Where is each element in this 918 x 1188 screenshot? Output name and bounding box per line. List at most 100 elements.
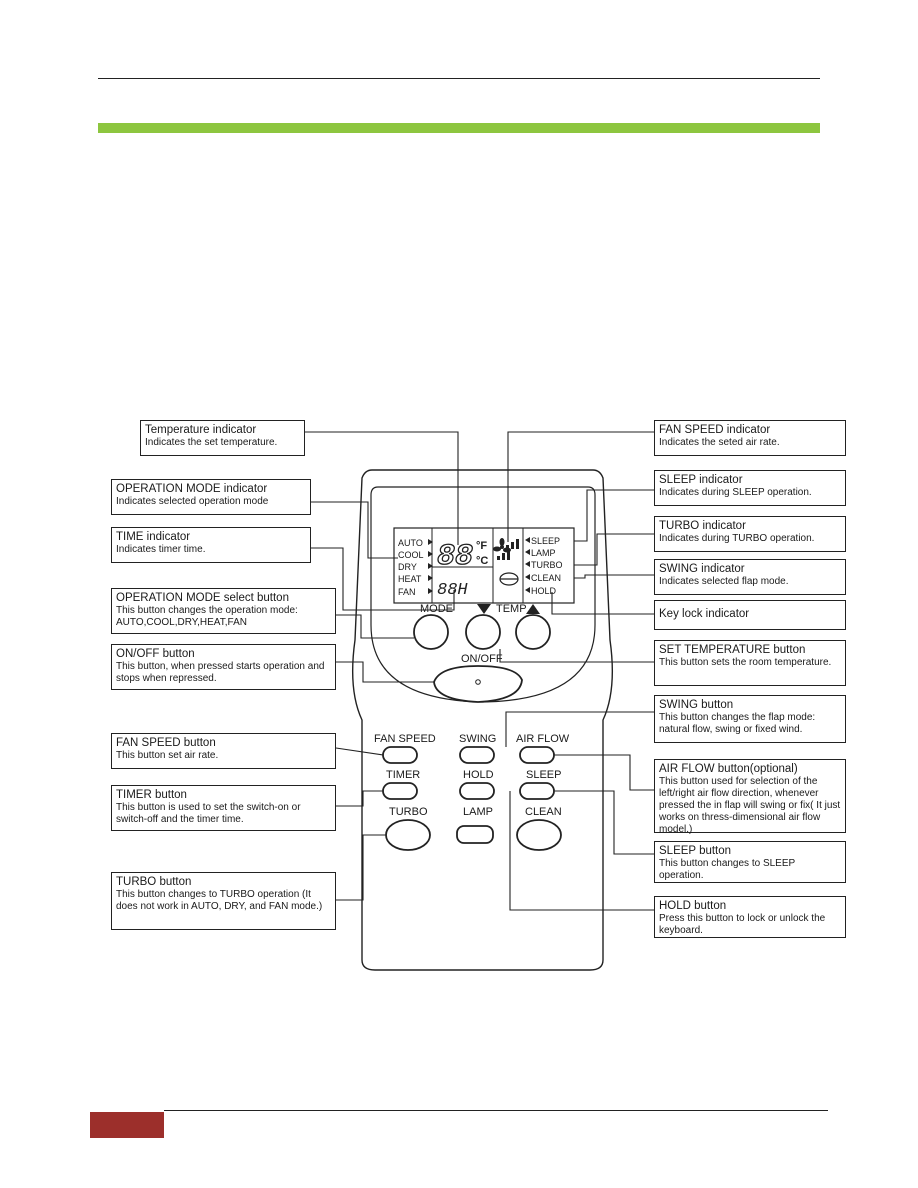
lcd-status-sleep: SLEEP bbox=[531, 536, 560, 546]
hold-button[interactable] bbox=[459, 782, 495, 800]
lcd-mode-dry: DRY bbox=[398, 562, 417, 572]
callout-desc: Press this button to lock or unlock the … bbox=[659, 913, 826, 936]
lcd-mode-fan: FAN bbox=[398, 587, 416, 597]
callout-set-temperature-button: SET TEMPERATURE button This button sets … bbox=[654, 640, 846, 686]
turbo-label: TURBO bbox=[389, 806, 428, 818]
callout-title: Temperature indicator bbox=[145, 424, 257, 436]
callout-desc: This button is used to set the switch-on… bbox=[116, 802, 301, 825]
callout-desc: This button used for selection of the le… bbox=[659, 776, 841, 835]
callout-operation-mode-select-button: OPERATION MODE select button This button… bbox=[111, 588, 336, 634]
lcd-status-hold: HOLD bbox=[531, 586, 557, 596]
lcd-mode-cool: COOL bbox=[398, 550, 424, 560]
fan-icon bbox=[493, 538, 511, 553]
clean-button[interactable] bbox=[516, 819, 562, 851]
callout-title: FAN SPEED indicator bbox=[659, 424, 771, 436]
sleep-button[interactable] bbox=[519, 782, 555, 800]
callout-hold-button: HOLD button Press this button to lock or… bbox=[654, 896, 846, 938]
callout-title: AIR FLOW button(optional) bbox=[659, 763, 798, 775]
lcd-status-lamp: LAMP bbox=[531, 548, 556, 558]
header-rule bbox=[98, 78, 820, 79]
footer-rule bbox=[164, 1110, 828, 1111]
lamp-button[interactable] bbox=[456, 825, 494, 844]
callout-temperature-indicator: Temperature indicator Indicates the set … bbox=[140, 420, 305, 456]
lamp-label: LAMP bbox=[463, 806, 493, 818]
temp-down-button[interactable] bbox=[465, 614, 501, 650]
fan-speed-bars-icon bbox=[497, 539, 519, 560]
lcd-status-markers bbox=[525, 537, 530, 593]
swing-button[interactable] bbox=[459, 746, 495, 764]
callout-title: SET TEMPERATURE button bbox=[659, 644, 806, 656]
lcd-mode-markers bbox=[428, 539, 433, 594]
lcd-mode-heat: HEAT bbox=[398, 574, 422, 584]
sleep-label: SLEEP bbox=[526, 769, 561, 781]
callout-on-off-button: ON/OFF button This button, when pressed … bbox=[111, 644, 336, 690]
callout-desc: Indicates timer time. bbox=[116, 544, 206, 555]
remote-body bbox=[351, 469, 614, 971]
remote-face-panel bbox=[370, 486, 596, 703]
callout-desc: Indicates selected flap mode. bbox=[659, 576, 789, 587]
callout-title: TURBO button bbox=[116, 876, 192, 888]
lcd-unit-f: °F bbox=[476, 540, 487, 552]
timer-button[interactable] bbox=[382, 782, 418, 800]
callout-timer-button: TIMER button This button is used to set … bbox=[111, 785, 336, 831]
callout-operation-mode-indicator: OPERATION MODE indicator Indicates selec… bbox=[111, 479, 311, 515]
callout-title: SWING indicator bbox=[659, 563, 745, 575]
mode-button[interactable] bbox=[413, 614, 449, 650]
callout-sleep-indicator: SLEEP indicator Indicates during SLEEP o… bbox=[654, 470, 846, 506]
callout-desc: Indicates during SLEEP operation. bbox=[659, 487, 812, 498]
callout-title: TIMER button bbox=[116, 789, 187, 801]
callout-fan-speed-button: FAN SPEED button This button set air rat… bbox=[111, 733, 336, 769]
lcd-status-clean: CLEAN bbox=[531, 573, 561, 583]
callout-swing-indicator: SWING indicator Indicates selected flap … bbox=[654, 559, 846, 595]
hold-label: HOLD bbox=[463, 769, 494, 781]
callout-title: HOLD button bbox=[659, 900, 727, 912]
section-accent-bar bbox=[98, 123, 820, 133]
lcd-mode-auto: AUTO bbox=[398, 538, 423, 548]
callout-desc: This button changes to TURBO operation (… bbox=[116, 889, 323, 912]
callout-desc: This button set air rate. bbox=[116, 750, 219, 761]
callout-desc: Indicates selected operation mode bbox=[116, 496, 269, 507]
callout-title: TIME indicator bbox=[116, 531, 191, 543]
lcd-screen bbox=[393, 527, 575, 604]
callout-desc: This button changes the operation mode: … bbox=[116, 605, 298, 628]
callout-desc: This button changes to SLEEP operation. bbox=[659, 858, 796, 881]
callout-turbo-button: TURBO button This button changes to TURB… bbox=[111, 872, 336, 930]
callout-air-flow-button: AIR FLOW button(optional) This button us… bbox=[654, 759, 846, 835]
callout-turbo-indicator: TURBO indicator Indicates during TURBO o… bbox=[654, 516, 846, 552]
callout-title: ON/OFF button bbox=[116, 648, 195, 660]
fan-speed-button[interactable] bbox=[382, 746, 418, 764]
turbo-button[interactable] bbox=[385, 819, 431, 851]
clean-label: CLEAN bbox=[525, 806, 562, 818]
lcd-unit-c: °C bbox=[476, 555, 488, 567]
callout-desc: This button changes the flap mode: natur… bbox=[659, 712, 816, 735]
callout-key-lock-indicator: Key lock indicator bbox=[654, 600, 846, 630]
fan-speed-label: FAN SPEED bbox=[374, 733, 436, 745]
callout-fan-speed-indicator: FAN SPEED indicator Indicates the seted … bbox=[654, 420, 846, 456]
air-flow-label: AIR FLOW bbox=[516, 733, 570, 745]
temp-up-arrow-icon bbox=[526, 604, 540, 614]
swing-label: SWING bbox=[459, 733, 496, 745]
lcd-temperature-digits: 88 bbox=[437, 540, 473, 574]
callout-desc: Indicates during TURBO operation. bbox=[659, 533, 815, 544]
on-off-label: ON/OFF bbox=[461, 653, 503, 665]
callout-title: SLEEP button bbox=[659, 845, 732, 857]
callout-desc: This button, when pressed starts operati… bbox=[116, 661, 325, 684]
on-off-button[interactable] bbox=[433, 665, 523, 703]
callout-swing-button: SWING button This button changes the fla… bbox=[654, 695, 846, 743]
callout-time-indicator: TIME indicator Indicates timer time. bbox=[111, 527, 311, 563]
callout-title: Key lock indicator bbox=[659, 608, 750, 620]
callout-sleep-button: SLEEP button This button changes to SLEE… bbox=[654, 841, 846, 883]
callout-title: SWING button bbox=[659, 699, 734, 711]
callout-desc: Indicates the set temperature. bbox=[145, 437, 278, 448]
callout-desc: This button sets the room temperature. bbox=[659, 657, 832, 668]
callout-title: SLEEP indicator bbox=[659, 474, 743, 486]
leader-lines bbox=[304, 431, 654, 911]
callout-title: OPERATION MODE select button bbox=[116, 592, 289, 604]
temp-up-button[interactable] bbox=[515, 614, 551, 650]
air-flow-button[interactable] bbox=[519, 746, 555, 764]
swing-icon bbox=[499, 572, 519, 586]
lcd-time-digits: 88H bbox=[437, 581, 468, 600]
temp-down-arrow-icon bbox=[477, 604, 491, 614]
timer-label: TIMER bbox=[386, 769, 420, 781]
lcd-status-turbo: TURBO bbox=[531, 560, 563, 570]
